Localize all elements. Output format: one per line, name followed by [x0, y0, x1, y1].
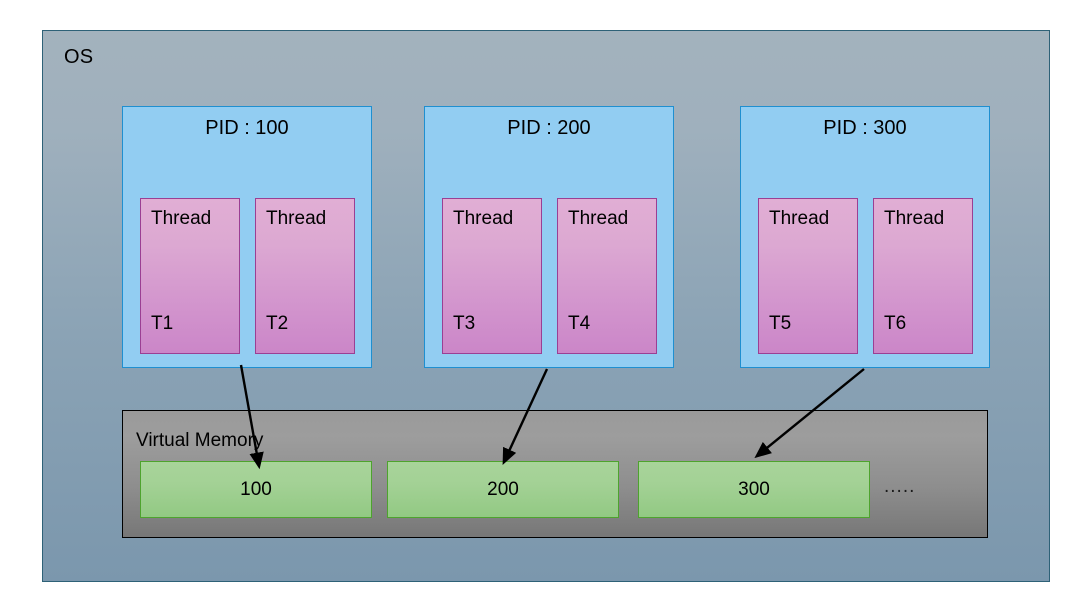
os-label: OS [64, 46, 94, 68]
thread-id-t4: T4 [568, 313, 591, 334]
memory-block-300[interactable]: 300 [638, 461, 870, 518]
memory-block-label-300: 300 [738, 478, 770, 500]
thread-id-t1: T1 [151, 313, 174, 334]
process-title-1: PID : 100 [205, 117, 289, 139]
virtual-memory-label: Virtual Memory [136, 430, 264, 451]
thread-id-t3: T3 [453, 313, 476, 334]
process-title-2: PID : 200 [507, 117, 591, 139]
memory-block-200[interactable]: 200 [387, 461, 619, 518]
thread-label-t5: Thread [769, 208, 830, 229]
memory-block-label-200: 200 [487, 478, 519, 500]
thread-label-t3: Thread [453, 208, 514, 229]
memory-block-100[interactable]: 100 [140, 461, 372, 518]
thread-id-t5: T5 [769, 313, 792, 334]
thread-box-t1[interactable]: Thread T1 [140, 198, 240, 354]
thread-box-t4[interactable]: Thread T4 [557, 198, 657, 354]
thread-label-t1: Thread [151, 208, 212, 229]
thread-id-t2: T2 [266, 313, 289, 334]
thread-id-t6: T6 [884, 313, 907, 334]
process-box-1[interactable]: PID : 100 Thread T1 Thread T2 [122, 106, 372, 368]
thread-box-t5[interactable]: Thread T5 [758, 198, 858, 354]
process-box-2[interactable]: PID : 200 Thread T3 Thread T4 [424, 106, 674, 368]
thread-label-t2: Thread [266, 208, 327, 229]
process-box-3[interactable]: PID : 300 Thread T5 Thread T6 [740, 106, 990, 368]
thread-box-t6[interactable]: Thread T6 [873, 198, 973, 354]
memory-ellipsis: ..... [884, 476, 916, 497]
thread-label-t6: Thread [884, 208, 945, 229]
memory-block-label-100: 100 [240, 478, 272, 500]
thread-box-t3[interactable]: Thread T3 [442, 198, 542, 354]
thread-label-t4: Thread [568, 208, 629, 229]
thread-box-t2[interactable]: Thread T2 [255, 198, 355, 354]
process-title-3: PID : 300 [823, 117, 907, 139]
